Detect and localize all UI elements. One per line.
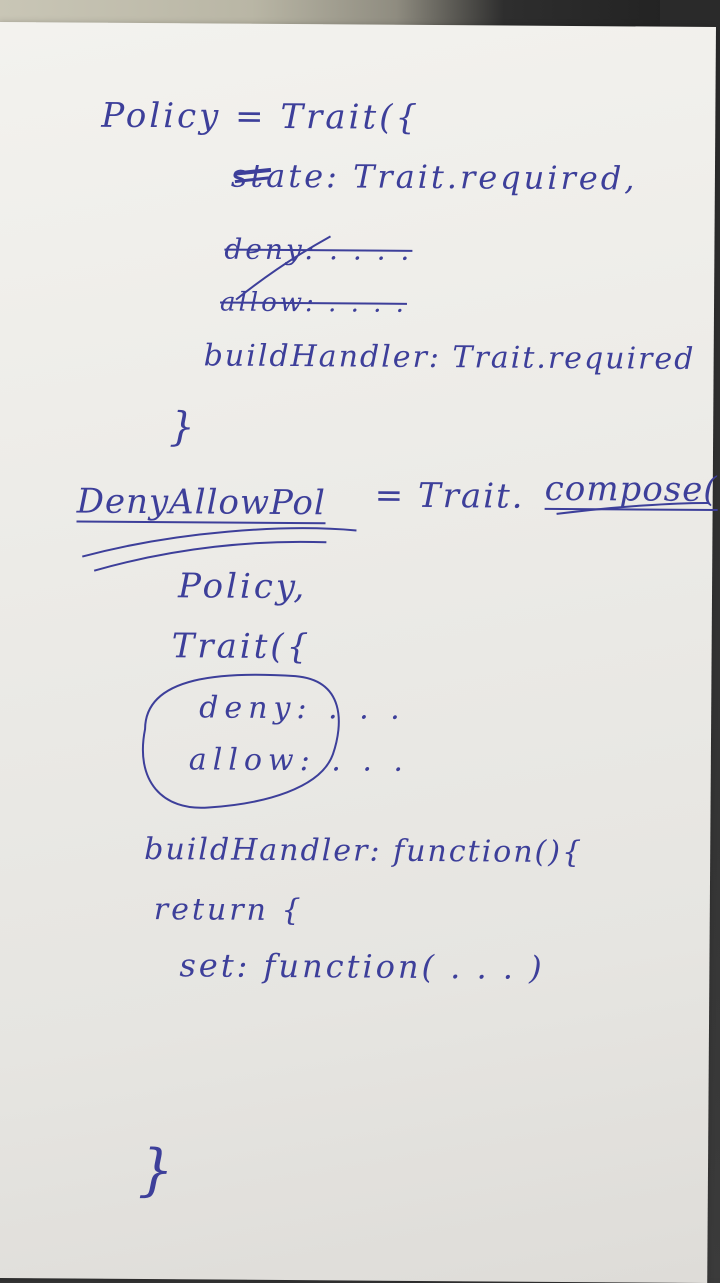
- paper-sheet: Policy = Trait({ state: Trait.required, …: [0, 22, 718, 1283]
- compose-underline-tail: [556, 501, 709, 515]
- deny-cross-stroke: [235, 235, 331, 301]
- scribble-mark: [234, 167, 272, 176]
- circle-around-deny-allow: [141, 673, 340, 809]
- swoosh-underline: [82, 527, 357, 558]
- scribble-mark-2: [234, 176, 270, 184]
- swoosh-underline-2: [93, 540, 327, 572]
- pen-marks: [82, 167, 709, 809]
